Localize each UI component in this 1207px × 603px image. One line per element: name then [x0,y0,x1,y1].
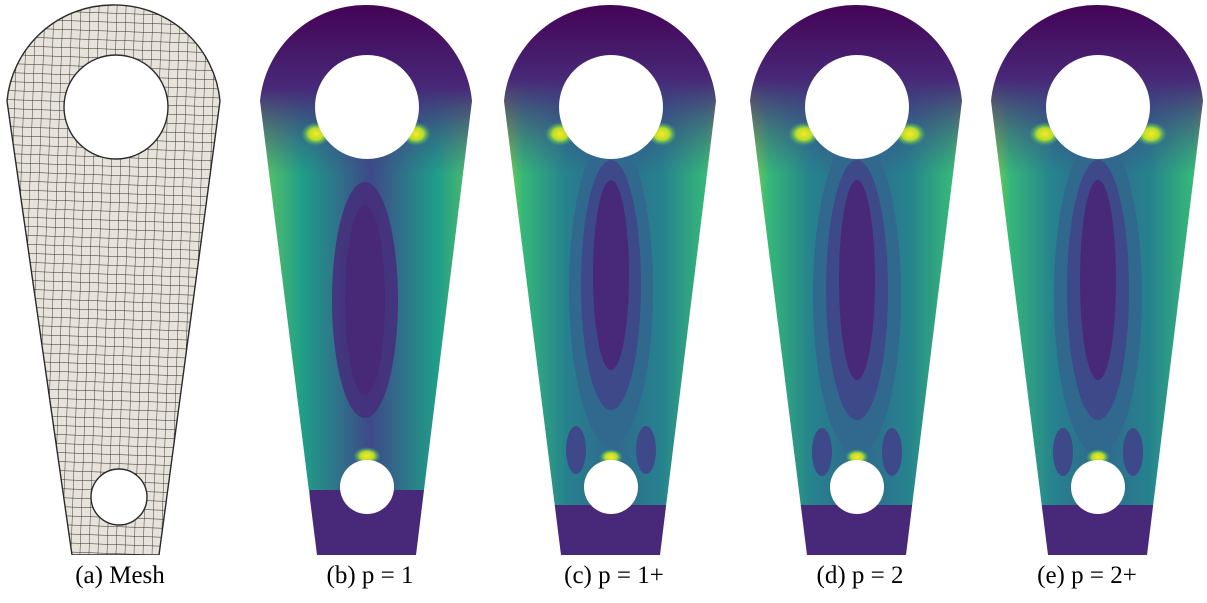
mesh-panel [0,0,240,555]
stress-field [740,0,980,555]
stress-panel-p1 [250,0,490,555]
stress-field [494,0,734,555]
caption-mesh: (a) Mesh [75,562,165,589]
stress-panel-p2plus [981,0,1207,555]
stress-panel-p2 [740,0,980,555]
caption-p2plus: (e) p = 2+ [1037,562,1137,589]
caption-p1plus: (c) p = 1+ [564,562,664,589]
mesh-small-hole [90,468,148,526]
mesh-outline [6,4,221,555]
caption-p2: (d) p = 2 [816,562,904,589]
stress-field [250,0,490,555]
stress-field [981,0,1207,555]
stress-panel-p1plus [494,0,734,555]
mesh-large-hole [63,54,169,160]
caption-p1: (b) p = 1 [326,562,414,589]
